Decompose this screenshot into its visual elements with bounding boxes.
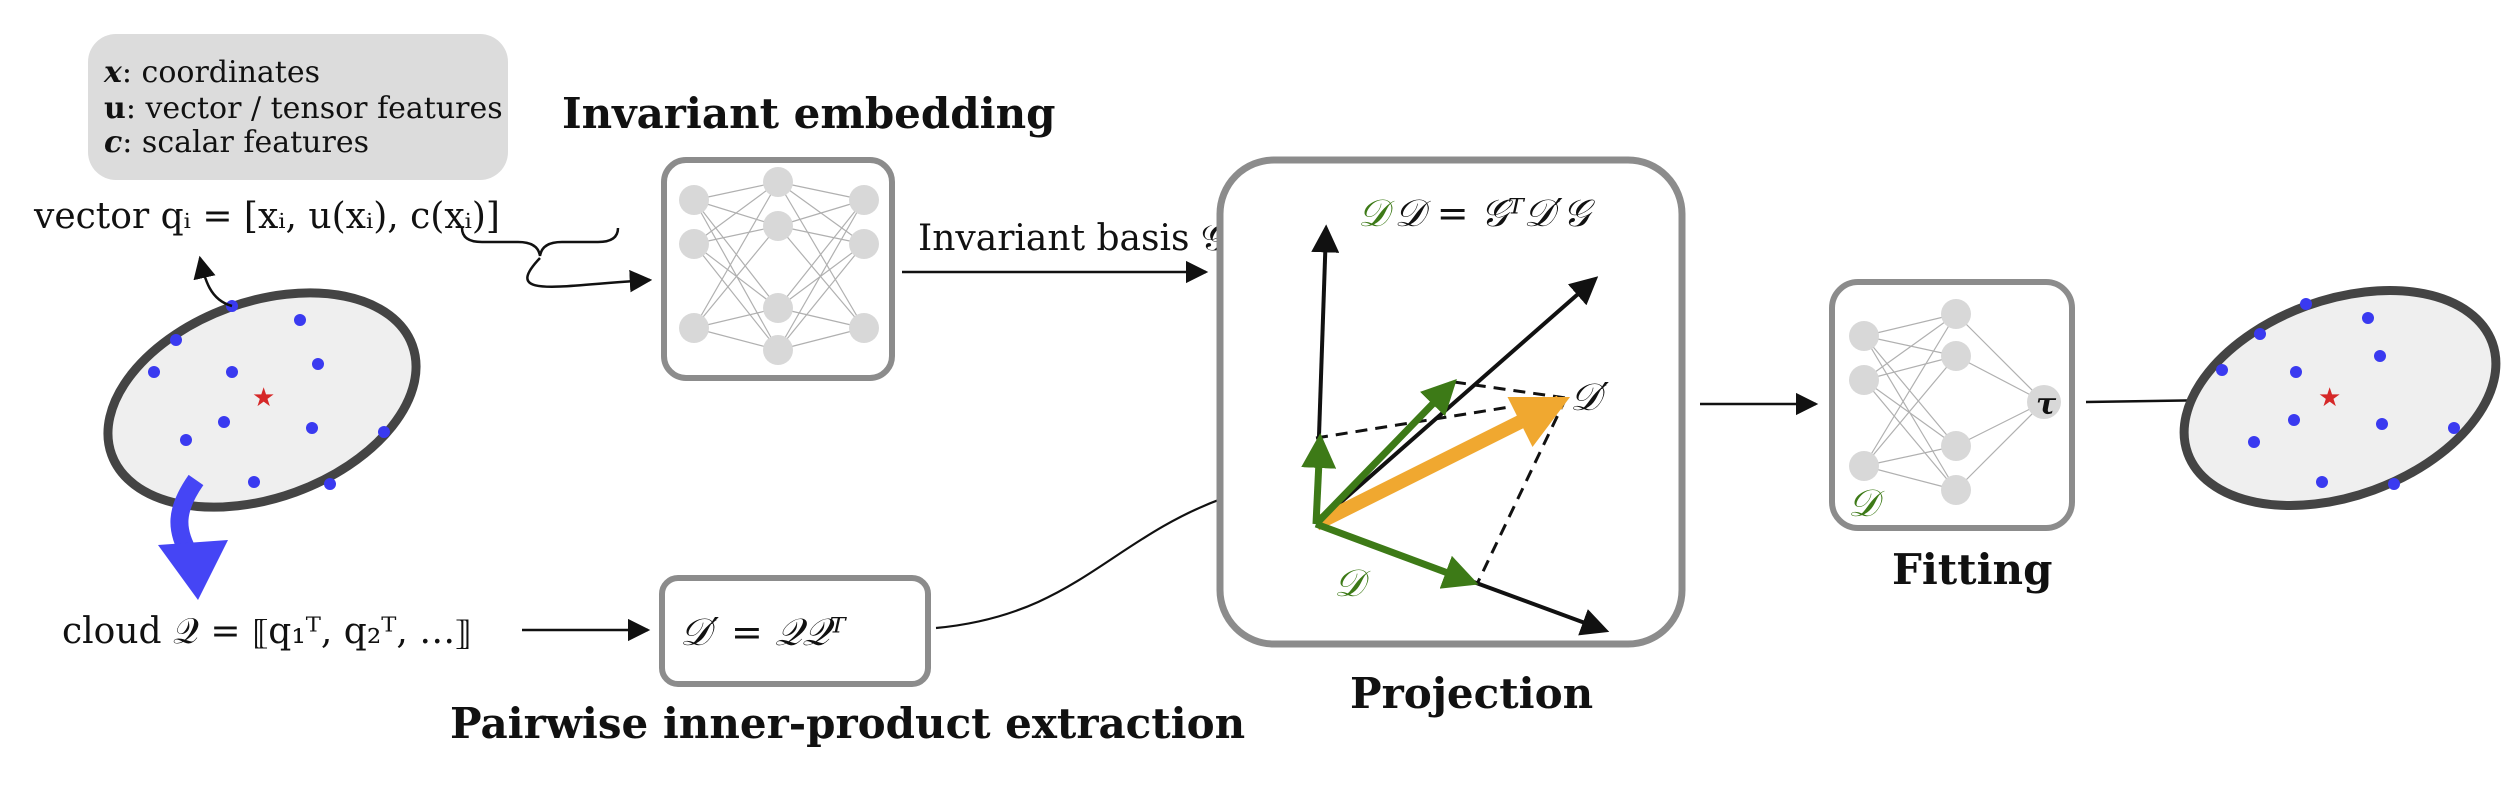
network-node xyxy=(1941,431,1971,461)
invariant-basis-label: Invariant basis 𝒢 xyxy=(918,218,1227,259)
cloud-point xyxy=(2248,436,2260,448)
network-node xyxy=(1941,341,1971,371)
network-node xyxy=(849,313,879,343)
network-edge xyxy=(693,199,779,351)
network-node xyxy=(2027,385,2061,419)
point-to-vector-arrow xyxy=(193,255,233,308)
network-edge xyxy=(693,243,779,309)
cloud-point xyxy=(218,416,230,428)
brace xyxy=(460,227,620,257)
output-point-cloud: ★ xyxy=(2179,286,2501,510)
cloud-point xyxy=(312,358,324,370)
pairwise-formula: 𝒟′ = 𝒬𝒬ᵀ xyxy=(680,610,848,654)
cloud-point xyxy=(2316,476,2328,488)
cloud-point xyxy=(180,434,192,446)
cloud-point xyxy=(2254,328,2266,340)
network-edge xyxy=(1863,465,1957,491)
cloud-point xyxy=(2300,298,2312,310)
network-node xyxy=(1849,321,1879,351)
cloud-formula: cloud 𝒬 = ⟦q₁ᵀ, q₂ᵀ, …⟧ xyxy=(62,611,472,652)
cloud-point xyxy=(2374,350,2386,362)
network-edge xyxy=(1863,445,1957,467)
blue-arrow-head xyxy=(158,540,228,600)
cloud-point xyxy=(378,426,390,438)
network-node xyxy=(1849,451,1879,481)
tau-label: τ xyxy=(2036,387,2057,422)
cloud-point xyxy=(2290,366,2302,378)
network-node xyxy=(1941,475,1971,505)
network-edge xyxy=(693,243,779,351)
legend-line-2: u: vector / tensor features xyxy=(104,91,503,126)
cloud-point xyxy=(2362,312,2374,324)
cloud-point xyxy=(2288,414,2300,426)
cloud-point xyxy=(294,314,306,326)
dprime-label: 𝒟′ xyxy=(1570,375,1609,419)
network-node xyxy=(763,211,793,241)
network-edge xyxy=(1863,355,1957,381)
network-node xyxy=(1941,299,1971,329)
network-node xyxy=(763,167,793,197)
network-edge xyxy=(1863,313,1957,467)
legend-line-3: c: scalar features xyxy=(104,125,369,160)
network-edge xyxy=(1863,335,1957,357)
output-star: ★ xyxy=(2318,383,2341,413)
green-vector-up xyxy=(1301,433,1337,525)
network-node xyxy=(849,185,879,215)
invariant-embedding-title: Invariant embedding xyxy=(562,89,1056,138)
network-edge xyxy=(1955,401,2045,491)
projection-title: Projection xyxy=(1350,669,1593,718)
network-edge xyxy=(1863,313,1957,337)
legend-line-1: x: coordinates xyxy=(103,55,320,90)
green-vector-down xyxy=(1314,520,1479,589)
network-edge xyxy=(777,199,865,309)
pairwise-box: 𝒟′ = 𝒬𝒬ᵀ xyxy=(659,575,931,687)
dashed-3 xyxy=(1476,397,1568,583)
cloud-point xyxy=(226,366,238,378)
cloud-point xyxy=(2388,478,2400,490)
legend: x: coordinates u: vector / tensor featur… xyxy=(88,34,508,180)
network-node xyxy=(763,335,793,365)
center-star: ★ xyxy=(252,383,275,413)
green-vector-diag xyxy=(1313,378,1457,527)
pairwise-title: Pairwise inner-product extraction xyxy=(450,699,1245,748)
network-edge xyxy=(777,199,865,351)
network-edge xyxy=(777,243,865,351)
fitting-network-box: τ 𝒟 xyxy=(1829,279,2075,531)
network-node xyxy=(679,185,709,215)
network-node xyxy=(679,229,709,259)
orange-vector xyxy=(1312,395,1571,531)
vector-formula: vector qᵢ = [xᵢ, u(xᵢ), c(xᵢ)] xyxy=(33,196,500,237)
network-edge xyxy=(1955,313,2045,403)
network-edge xyxy=(1863,313,1957,381)
cloud-point xyxy=(248,476,260,488)
cloud-point xyxy=(148,366,160,378)
cloud-point xyxy=(170,334,182,346)
embedding-network-box xyxy=(661,157,895,381)
network-node xyxy=(1849,365,1879,395)
network-edge xyxy=(777,225,865,329)
network-edge xyxy=(693,181,779,245)
network-node xyxy=(763,293,793,323)
input-point-cloud: ★ xyxy=(103,288,421,512)
network-edge xyxy=(693,225,779,329)
cloud-point xyxy=(2376,418,2388,430)
cloud-point xyxy=(324,478,336,490)
network-edge xyxy=(1863,355,1957,467)
brace-to-embedding-arrow xyxy=(526,257,653,293)
network-edge xyxy=(693,181,779,329)
cloud-point xyxy=(306,422,318,434)
fitting-title: Fitting xyxy=(1892,545,2052,594)
network-edge xyxy=(1863,379,1957,491)
cloud-point xyxy=(2448,422,2460,434)
network-node xyxy=(849,229,879,259)
network-edge xyxy=(777,181,865,329)
network-edge xyxy=(1863,379,1957,447)
cloud-point xyxy=(2216,364,2228,376)
network-node xyxy=(679,313,709,343)
